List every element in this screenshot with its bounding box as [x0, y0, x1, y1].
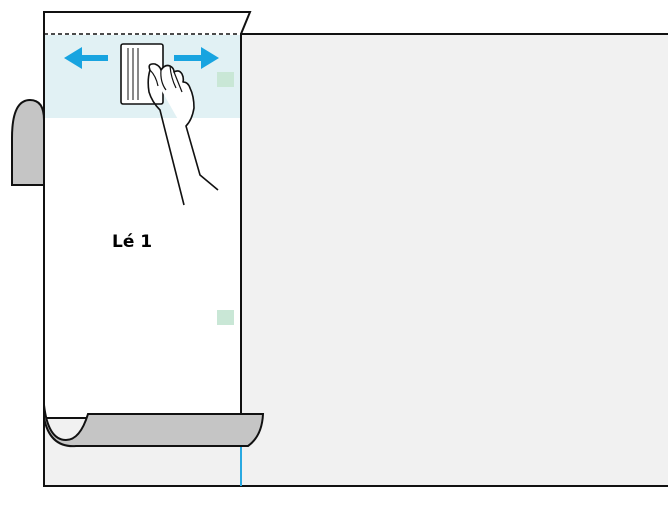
alignment-marker-middle [217, 310, 234, 325]
strip-label: Lé 1 [112, 232, 153, 252]
upper-roll-curl [11, 98, 45, 186]
alignment-marker-top [217, 72, 234, 87]
lower-curl [43, 404, 265, 448]
arrow-right-icon [174, 47, 219, 69]
arrow-left-icon [64, 47, 108, 69]
hand-icon [147, 63, 219, 206]
